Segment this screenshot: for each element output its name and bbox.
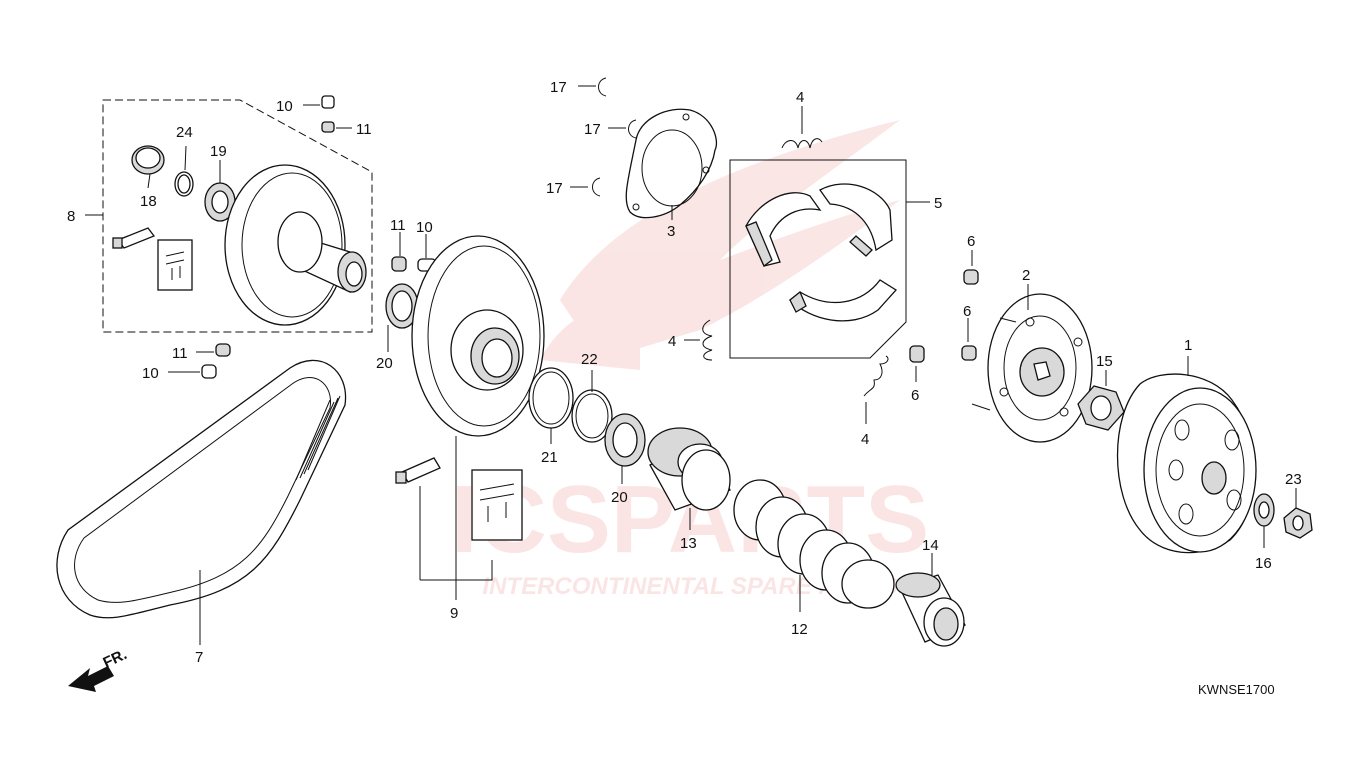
part-5-clutch-shoe-c[interactable] (789, 279, 898, 322)
callout-15: 15 (1096, 353, 1113, 370)
instruction-label-icon-2 (471, 469, 523, 541)
part-4-spring-a[interactable] (781, 106, 823, 149)
part-8-driven-face[interactable] (224, 164, 367, 326)
part-21-o-ring[interactable] (528, 367, 574, 444)
front-direction-arrow-icon: FR. (68, 646, 130, 692)
part-16-washer[interactable] (1253, 493, 1275, 548)
wing-logo-tail-icon (540, 300, 640, 370)
callout-12: 12 (791, 621, 808, 638)
bracket-9 (420, 560, 493, 581)
callout-4-bottom: 4 (861, 431, 869, 448)
callout-19: 19 (210, 143, 227, 160)
part-5-clutch-shoe-b[interactable] (819, 183, 893, 257)
callout-5: 5 (934, 195, 942, 212)
callouts: 1 2 3 4 4 4 5 6 6 6 7 8 9 10 10 10 11 11… (67, 79, 1302, 666)
callout-11-top: 11 (356, 121, 372, 138)
part-2-clutch-hub[interactable] (971, 284, 1093, 443)
part-14-collar[interactable] (895, 553, 966, 647)
callout-4-top: 4 (796, 89, 804, 106)
direction-label: FR. (101, 646, 130, 672)
part-5-clutch-shoe-a[interactable] (745, 192, 822, 268)
callout-20-upper: 20 (376, 355, 393, 372)
part-23-nut[interactable] (1283, 488, 1313, 539)
callout-10-top: 10 (276, 98, 293, 115)
part-13-spring-seat[interactable] (647, 427, 731, 530)
part-1-clutch-outer[interactable] (1116, 356, 1257, 554)
part-11-nut-mid[interactable] (391, 232, 407, 272)
callout-1: 1 (1184, 337, 1192, 354)
part-24-circlip[interactable] (174, 145, 194, 197)
callout-16: 16 (1255, 555, 1272, 572)
grease-tube-icon-2 (395, 457, 441, 580)
part-6-collar-c[interactable] (909, 345, 925, 382)
part-20-oil-seal-upper[interactable] (385, 283, 419, 352)
part-11-nut-top[interactable] (321, 121, 352, 133)
grease-tube-icon (112, 227, 156, 249)
callout-6-mid: 6 (963, 303, 971, 320)
callout-4-mid: 4 (668, 333, 676, 350)
callout-9: 9 (450, 605, 458, 622)
callout-22: 22 (581, 351, 598, 368)
callout-20-lower: 20 (611, 489, 628, 506)
part-17-circlip-b[interactable] (608, 119, 637, 139)
part-17-circlip-c[interactable] (570, 177, 601, 197)
callout-10-bottom: 10 (142, 365, 159, 382)
callout-7: 7 (195, 649, 203, 666)
callout-17-top: 17 (550, 79, 567, 96)
callout-2: 2 (1022, 267, 1030, 284)
diagram-code: KWNSE1700 (1198, 682, 1275, 697)
assembly-5-box (729, 159, 930, 359)
assembly-8-box (85, 99, 373, 333)
callout-21: 21 (541, 449, 558, 466)
callout-10-mid: 10 (416, 219, 433, 236)
part-22-o-ring[interactable] (571, 370, 613, 443)
part-10-bolt-top[interactable] (303, 95, 335, 109)
callout-11-mid: 11 (390, 217, 406, 234)
part-4-spring-b[interactable] (684, 319, 713, 361)
callout-6-top: 6 (967, 233, 975, 250)
part-4-spring-c[interactable] (863, 355, 889, 424)
callout-24: 24 (176, 124, 193, 141)
callout-6-bottom: 6 (911, 387, 919, 404)
callout-14: 14 (922, 537, 939, 554)
callout-3: 3 (667, 223, 675, 240)
part-7-drive-belt[interactable] (56, 359, 347, 645)
part-11-nut-bottom[interactable] (196, 343, 231, 357)
part-12-driven-spring[interactable] (733, 479, 895, 612)
callout-17-bottom: 17 (546, 180, 563, 197)
callout-8: 8 (67, 208, 75, 225)
callout-17-mid: 17 (584, 121, 601, 138)
part-9-driven-plate[interactable] (411, 235, 545, 600)
instruction-label-icon (157, 239, 193, 291)
part-20-oil-seal-lower[interactable] (604, 413, 646, 484)
part-15-lock-nut[interactable] (1077, 370, 1125, 431)
callout-11-bottom: 11 (172, 345, 188, 362)
part-10-bolt-bottom[interactable] (168, 364, 217, 379)
part-6-collar-b[interactable] (961, 318, 977, 361)
part-3-clutch-plate[interactable] (625, 108, 717, 220)
part-17-circlip-a[interactable] (578, 77, 607, 97)
callout-18: 18 (140, 193, 157, 210)
part-6-collar-a[interactable] (963, 250, 979, 285)
part-18-needle-bearing[interactable] (131, 145, 165, 189)
callout-23: 23 (1285, 471, 1302, 488)
callout-13: 13 (680, 535, 697, 552)
